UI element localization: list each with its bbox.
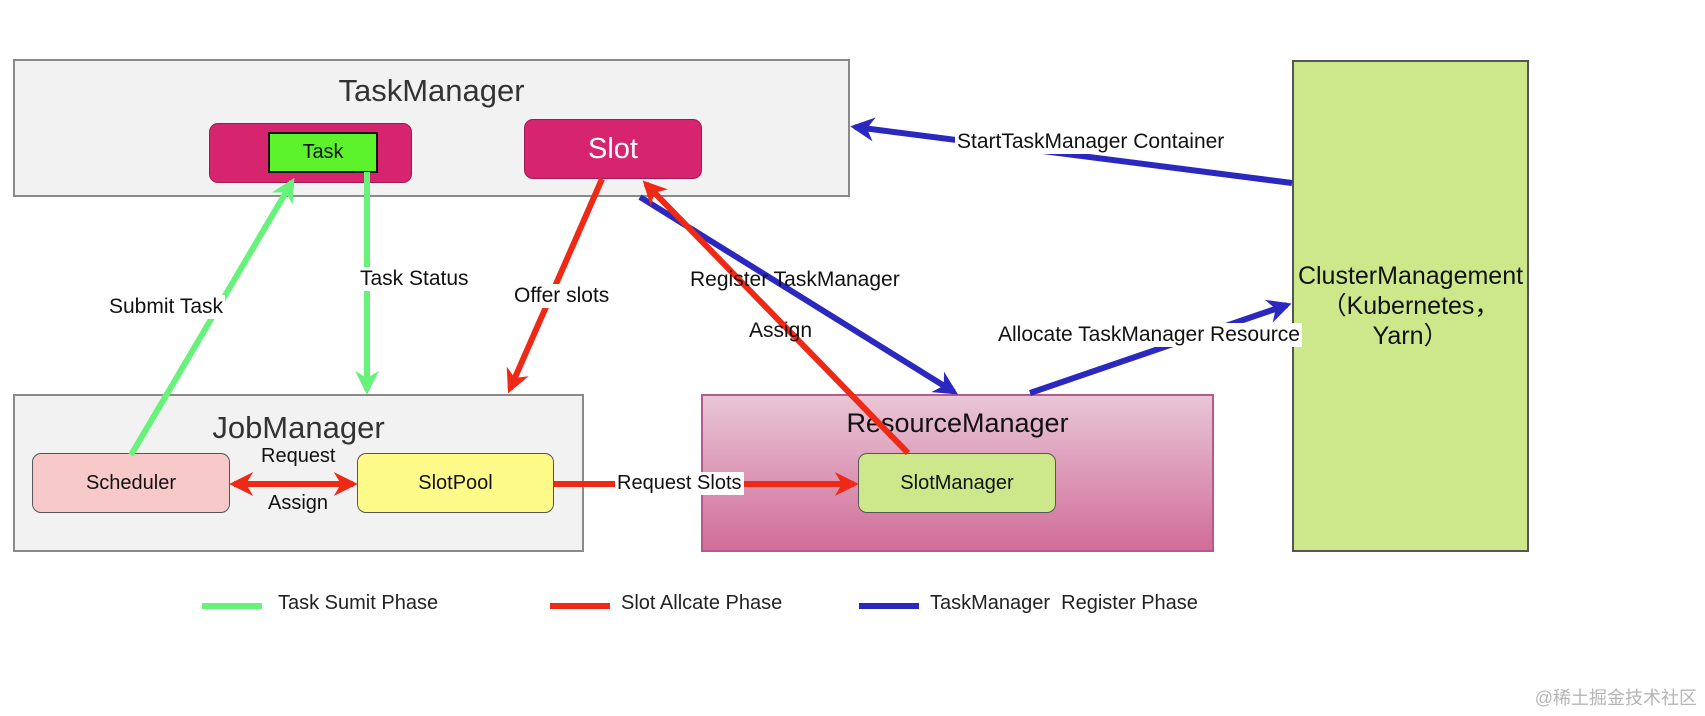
legend-label-slot-allocate: Slot Allcate Phase <box>621 592 783 614</box>
cluster-title-line2: （Kubernetes， <box>1321 292 1500 320</box>
slotpool-label: SlotPool <box>418 471 493 494</box>
offer-slots-label: Offer slots <box>512 284 612 308</box>
legend-line-slot-allocate <box>550 603 610 609</box>
cluster-title-line3: Yarn） <box>1372 322 1449 350</box>
assign-label: Assign <box>268 492 329 514</box>
watermark: @稀土掘金技术社区 <box>1534 688 1697 708</box>
legend-label-register: TaskManager Register Phase <box>930 592 1198 614</box>
start-container-edge <box>850 117 1293 186</box>
start-container-label: StartTaskManager Container <box>955 130 1227 154</box>
cluster-title-line1: ClusterManagement <box>1297 262 1524 290</box>
task-label: Task <box>302 141 344 163</box>
cluster-management-box: ClusterManagement （Kubernetes， Yarn） <box>1292 60 1529 552</box>
jobmanager-title: JobManager <box>212 410 385 445</box>
taskmanager-title: TaskManager <box>338 73 525 108</box>
request-slots-label: Request Slots <box>615 472 744 495</box>
allocate-resource-edge <box>1029 299 1292 396</box>
slot-label: Slot <box>588 132 638 165</box>
slotpool-node: SlotPool <box>357 453 554 513</box>
task-status-label: Task Status <box>358 267 471 291</box>
assign-slot-label: Assign <box>749 319 813 342</box>
legend-line-register <box>859 603 919 609</box>
legend-label-task-submit: Task Sumit Phase <box>278 592 439 614</box>
register-taskmanager-label: Register TaskManager <box>690 268 900 291</box>
request-label: Request <box>261 445 336 467</box>
slotmanager-label: SlotManager <box>900 471 1014 494</box>
resourcemanager-title: ResourceManager <box>846 408 1069 438</box>
assign-slot-edge <box>642 180 911 456</box>
legend-line-task-submit <box>202 603 262 609</box>
slotmanager-node: SlotManager <box>858 453 1056 513</box>
task-node: Task <box>268 132 378 173</box>
slot-node: Slot <box>524 119 702 179</box>
submit-task-label: Submit Task <box>107 295 225 319</box>
allocate-resource-label: Allocate TaskManager Resource <box>996 323 1302 347</box>
scheduler-label: Scheduler <box>85 471 177 494</box>
taskmanager-group: TaskManager <box>13 59 850 197</box>
